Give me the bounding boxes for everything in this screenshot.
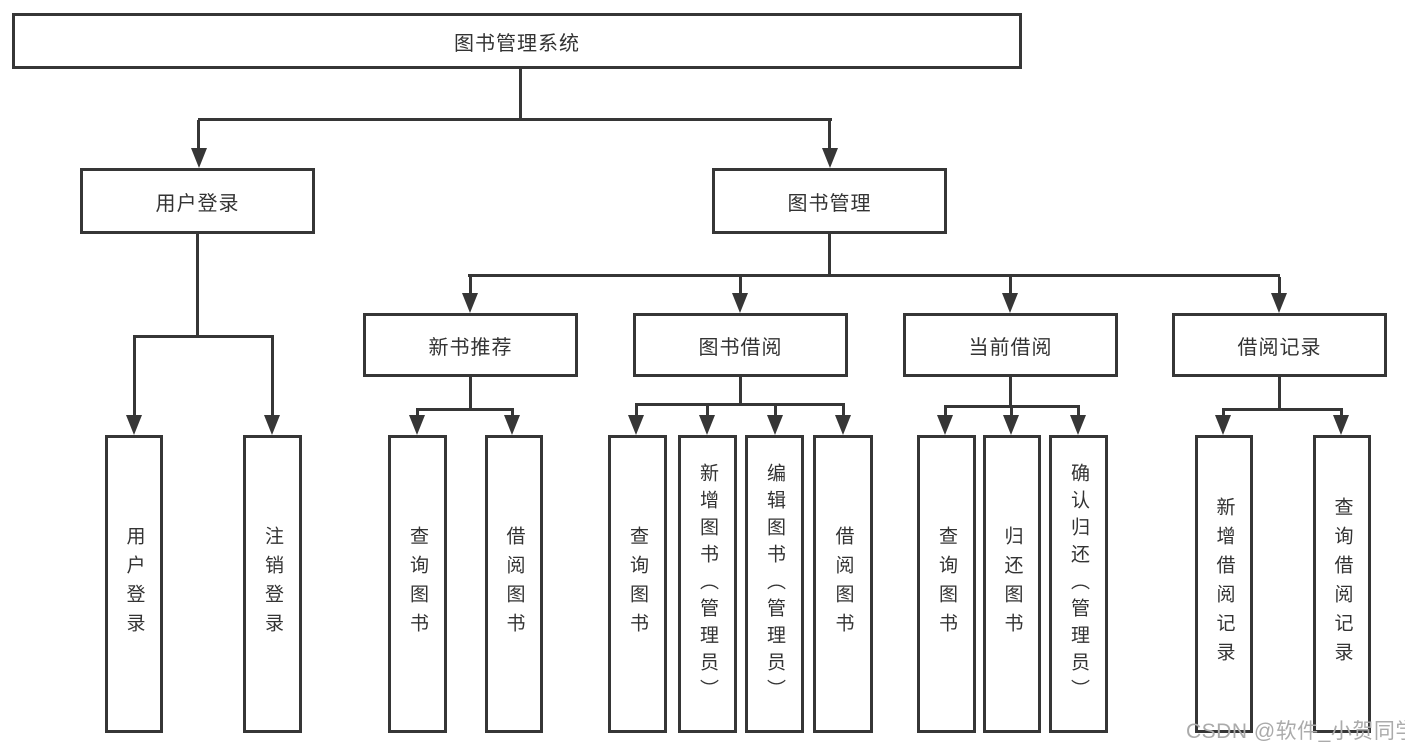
- connector-drop-br-query: [1340, 410, 1343, 417]
- node-borrow-records-label: 借阅记录: [1237, 336, 1322, 359]
- node-user-login-label: 用户登录: [155, 192, 240, 215]
- connector-branches-rail: [468, 274, 1280, 277]
- leaf-cb-return-books-label: 归还图书: [1001, 526, 1023, 642]
- connector-borrow-records-stem: [1278, 377, 1281, 408]
- leaf-cb-query-books-label: 查询图书: [936, 526, 957, 642]
- arrow-to-book-mgmt: [822, 148, 838, 168]
- arrow-to-logout-leaf: [264, 415, 280, 435]
- connector-drop-bb-borrow: [842, 406, 845, 417]
- leaf-br-add-record-label: 新增借阅记录: [1213, 497, 1235, 671]
- connector-root-stem: [519, 69, 522, 118]
- leaf-br-query-record: 查询借阅记录: [1313, 435, 1371, 733]
- node-new-books: 新书推荐: [363, 313, 578, 377]
- connector-drop-bb-query: [635, 406, 638, 417]
- leaf-br-add-record: 新增借阅记录: [1195, 435, 1253, 733]
- arrow-to-cb-query: [937, 415, 953, 435]
- node-borrow-records: 借阅记录: [1172, 313, 1387, 377]
- connector-drop-nb-query: [416, 410, 419, 417]
- arrow-to-cb-confirm: [1070, 415, 1086, 435]
- leaf-nb-query-books-label: 查询图书: [407, 526, 428, 642]
- arrow-to-login-leaf: [126, 415, 142, 435]
- leaf-cb-query-books: 查询图书: [917, 435, 976, 733]
- arrow-to-bb-borrow: [835, 415, 851, 435]
- connector-drop-bb-add: [706, 406, 709, 417]
- node-current-borrow: 当前借阅: [903, 313, 1118, 377]
- connector-new-books-stem: [469, 377, 472, 408]
- connector-book-borrow-stem: [739, 377, 742, 403]
- leaf-nb-borrow-books: 借阅图书: [485, 435, 543, 733]
- leaf-bb-query-books-label: 查询图书: [627, 526, 648, 642]
- leaf-br-query-record-label: 查询借阅记录: [1331, 497, 1353, 671]
- leaf-user-login: 用户登录: [105, 435, 163, 733]
- arrow-to-bb-query: [628, 415, 644, 435]
- node-root-label: 图书管理系统: [454, 32, 580, 55]
- connector-drop-logout-leaf: [271, 337, 274, 417]
- connector-drop-nb-borrow: [511, 410, 514, 417]
- arrow-to-bb-edit: [767, 415, 783, 435]
- node-user-login: 用户登录: [80, 168, 315, 234]
- arrow-to-nb-query: [409, 415, 425, 435]
- csdn-watermark: CSDN @软件_小贺同学: [1186, 720, 1405, 743]
- connector-drop-user-login: [197, 120, 200, 150]
- leaf-logout-label: 注销登录: [262, 526, 283, 642]
- connector-book-borrow-rail: [635, 403, 845, 406]
- arrow-to-cb-return: [1003, 415, 1019, 435]
- node-root-library-system: 图书管理系统: [12, 13, 1022, 69]
- connector-drop-cb-query: [944, 408, 947, 417]
- leaf-cb-confirm-return-admin-label: 确认归还（管理员）: [1068, 462, 1089, 706]
- arrow-to-br-query: [1333, 415, 1349, 435]
- leaf-nb-query-books: 查询图书: [388, 435, 447, 733]
- node-new-books-label: 新书推荐: [428, 336, 513, 359]
- connector-drop-book-borrow: [739, 277, 742, 295]
- connector-drop-borrow-records: [1278, 277, 1281, 295]
- arrow-to-br-add: [1215, 415, 1231, 435]
- connector-drop-current-borrow: [1009, 277, 1012, 295]
- leaf-logout: 注销登录: [243, 435, 302, 733]
- connector-user-login-rail: [133, 335, 274, 338]
- leaf-bb-query-books: 查询图书: [608, 435, 667, 733]
- node-current-borrow-label: 当前借阅: [968, 336, 1053, 359]
- leaf-bb-borrow-books-label: 借阅图书: [832, 526, 854, 642]
- node-book-borrow-label: 图书借阅: [698, 336, 783, 359]
- connector-drop-cb-return: [1010, 408, 1013, 417]
- leaf-bb-add-books-admin: 新增图书（管理员）: [678, 435, 737, 733]
- leaf-nb-borrow-books-label: 借阅图书: [503, 526, 525, 642]
- connector-book-mgmt-stem: [828, 234, 831, 274]
- leaf-user-login-label: 用户登录: [123, 526, 145, 642]
- connector-drop-login-leaf: [133, 337, 136, 417]
- connector-new-books-rail: [416, 408, 514, 411]
- connector-drop-cb-confirm: [1077, 408, 1080, 417]
- arrow-to-bb-add: [699, 415, 715, 435]
- leaf-bb-edit-books-admin: 编辑图书（管理员）: [745, 435, 804, 733]
- connector-drop-br-add: [1222, 410, 1225, 417]
- connector-current-borrow-stem: [1009, 377, 1012, 405]
- arrow-to-user-login: [191, 148, 207, 168]
- connector-drop-bb-edit: [774, 406, 777, 417]
- leaf-bb-borrow-books: 借阅图书: [813, 435, 873, 733]
- arrow-to-current-borrow: [1002, 293, 1018, 313]
- connector-user-login-stem: [196, 234, 199, 335]
- leaf-bb-add-books-admin-label: 新增图书（管理员）: [697, 462, 718, 706]
- connector-current-borrow-rail: [944, 405, 1080, 408]
- arrow-to-book-borrow: [732, 293, 748, 313]
- leaf-bb-edit-books-admin-label: 编辑图书（管理员）: [764, 462, 785, 706]
- node-book-mgmt: 图书管理: [712, 168, 947, 234]
- leaf-cb-confirm-return-admin: 确认归还（管理员）: [1049, 435, 1108, 733]
- connector-drop-new-books: [469, 277, 472, 295]
- connector-borrow-records-rail: [1222, 408, 1343, 411]
- arrow-to-borrow-records: [1271, 293, 1287, 313]
- leaf-cb-return-books: 归还图书: [983, 435, 1041, 733]
- connector-level1-rail: [198, 118, 832, 121]
- arrow-to-nb-borrow: [504, 415, 520, 435]
- connector-drop-book-mgmt: [828, 120, 831, 150]
- node-book-borrow: 图书借阅: [633, 313, 848, 377]
- node-book-mgmt-label: 图书管理: [787, 192, 872, 215]
- arrow-to-new-books: [462, 293, 478, 313]
